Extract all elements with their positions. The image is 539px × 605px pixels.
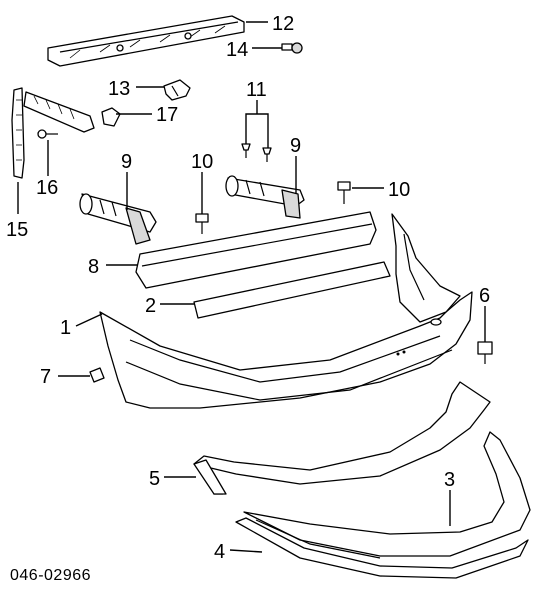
part-nut-17 — [101, 107, 121, 127]
part-clip-13 — [163, 79, 191, 101]
part-bracket-16 — [23, 91, 95, 139]
part-reinforcement — [193, 261, 391, 319]
callout-8: 8 — [88, 256, 99, 278]
part-bolt-10-left — [195, 213, 209, 234]
part-upper-rail — [47, 15, 245, 67]
callout-2: 2 — [145, 295, 156, 317]
part-bolt-10-right — [337, 181, 351, 204]
leader-lines — [17, 21, 486, 553]
callout-7: 7 — [40, 366, 51, 388]
diagram-code: 046-02966 — [10, 567, 91, 584]
callout-labels: 12 14 13 17 11 16 15 9 10 9 10 8 2 6 1 7… — [6, 13, 490, 584]
part-bolt-14 — [281, 42, 303, 54]
callout-6: 6 — [479, 285, 490, 307]
part-bracket-9-left — [79, 193, 157, 245]
callout-9-left: 9 — [121, 151, 132, 173]
callout-5: 5 — [149, 468, 160, 490]
part-screws-11 — [241, 143, 272, 162]
part-side-retainer — [11, 87, 25, 179]
part-lower-strip — [235, 517, 529, 579]
callout-3: 3 — [444, 469, 455, 491]
part-bracket-9-right — [225, 175, 305, 219]
part-bolt-6 — [477, 341, 493, 364]
callout-10-right: 10 — [388, 179, 410, 201]
callout-14: 14 — [226, 39, 248, 61]
callout-11: 11 — [246, 79, 267, 101]
part-molding — [193, 381, 491, 495]
callout-10-left: 10 — [191, 151, 213, 173]
callout-17: 17 — [156, 104, 178, 126]
callout-15: 15 — [6, 219, 28, 241]
callout-13: 13 — [108, 78, 130, 100]
part-energy-absorber — [135, 211, 377, 289]
callout-16: 16 — [36, 177, 58, 199]
callout-12: 12 — [272, 13, 294, 35]
callout-4: 4 — [214, 541, 225, 563]
callout-9-right: 9 — [290, 135, 301, 157]
callout-1: 1 — [60, 317, 71, 339]
part-bumper-cover — [99, 213, 473, 409]
part-valance — [243, 431, 531, 559]
part-clip-7 — [89, 367, 105, 383]
